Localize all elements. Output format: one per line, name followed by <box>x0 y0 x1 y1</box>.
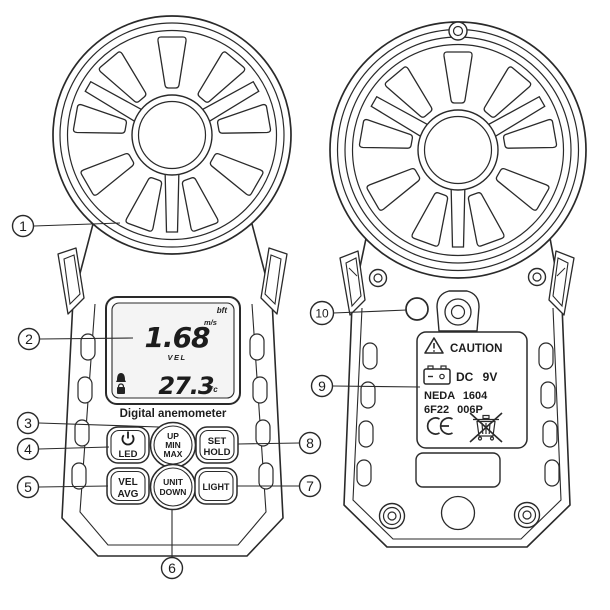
screw-icon <box>513 501 541 529</box>
button-power-led: LED <box>106 426 150 464</box>
caution-label: CAUTION <box>450 343 502 355</box>
button-avg-label: AVG <box>118 489 139 500</box>
fan-hub-back <box>417 109 499 191</box>
callout-5-number: 5 <box>24 479 32 495</box>
button-set-label: SET <box>208 436 227 447</box>
callout-4-number: 4 <box>24 441 32 457</box>
button-light: LIGHT <box>194 467 238 505</box>
lcd-mode-label: VEL <box>167 353 186 362</box>
button-led-label: LED <box>119 449 138 460</box>
callout-10: 10 <box>309 300 335 326</box>
button-hold-label: HOLD <box>204 447 231 458</box>
callout-1: 1 <box>11 214 35 238</box>
lock-icon <box>117 383 125 394</box>
lcd-temp-value: 27.3 <box>158 372 214 400</box>
fan-hub <box>131 94 213 176</box>
anemometer-front-view: bft 1.68 m/s VEL 27.3 °c Digital anemome… <box>52 15 292 557</box>
front-strap-lug-right <box>260 247 288 315</box>
callout-9: 9 <box>310 374 334 398</box>
callout-5: 5 <box>16 475 40 499</box>
tripod-mount <box>436 290 480 332</box>
alarm-icon <box>116 373 126 382</box>
battery-door <box>415 452 501 488</box>
button-unit-down: UNIT DOWN <box>149 463 197 511</box>
callout-8-number: 8 <box>306 435 314 451</box>
front-strap-lug-left <box>57 247 85 315</box>
back-strap-lug-left <box>339 250 366 316</box>
screw-icon <box>368 268 388 288</box>
callout-9-number: 9 <box>318 378 326 394</box>
power-icon <box>121 431 135 446</box>
button-max-label: MAX <box>164 449 183 459</box>
sensor-hole <box>405 297 429 321</box>
ce-mark-icon <box>426 417 453 435</box>
button-up-label: UP <box>167 431 179 441</box>
button-unit-label: UNIT <box>163 477 184 487</box>
buzzer-hole <box>440 495 476 531</box>
callout-2-number: 2 <box>25 331 33 347</box>
button-vel-label: VEL <box>118 477 137 488</box>
rear-label: CAUTION DC 9V NEDA 1604 6F22 006P <box>416 331 528 449</box>
button-down-label: DOWN <box>160 487 187 497</box>
screw-icon <box>378 502 406 530</box>
power-spec-label: DC 9V <box>456 370 497 384</box>
lcd-bft-label: bft <box>217 306 228 315</box>
button-set-hold: SET HOLD <box>195 426 239 464</box>
callout-6: 6 <box>160 556 184 580</box>
callout-3-number: 3 <box>24 415 32 431</box>
anemometer-back-view: CAUTION DC 9V NEDA 1604 6F22 006P <box>329 21 587 548</box>
callout-10-number: 10 <box>315 307 329 321</box>
button-up-min-max: UP MIN MAX <box>149 421 197 469</box>
lcd-temp-unit: °c <box>210 385 218 394</box>
front-impeller <box>52 15 292 255</box>
product-name-label: Digital anemometer <box>120 408 227 420</box>
battery-type-label-2: 6F22 006P <box>424 404 483 416</box>
back-impeller <box>329 21 587 279</box>
callouts: 1 2 3 4 5 6 7 8 <box>11 214 421 580</box>
callout-3: 3 <box>16 411 40 435</box>
button-vel-avg: VEL AVG <box>106 467 150 505</box>
lcd-display: bft 1.68 m/s VEL 27.3 °c <box>105 296 241 405</box>
back-strap-lug-right <box>548 250 575 316</box>
lcd-speed-value: 1.68 <box>144 321 210 354</box>
back-face-outline <box>352 307 562 540</box>
callout-1-number: 1 <box>19 218 27 234</box>
screw-icon <box>448 21 468 41</box>
callout-4: 4 <box>16 437 40 461</box>
callout-7: 7 <box>298 474 322 498</box>
callout-8: 8 <box>298 431 322 455</box>
screw-icon <box>527 267 547 287</box>
button-light-label: LIGHT <box>203 482 230 492</box>
callout-7-number: 7 <box>306 478 314 494</box>
button-min-label: MIN <box>165 440 181 450</box>
lcd-speed-unit: m/s <box>204 318 217 327</box>
battery-icon <box>423 365 451 385</box>
warning-triangle-icon <box>424 337 444 354</box>
callout-2: 2 <box>17 327 41 351</box>
callout-6-number: 6 <box>168 560 176 576</box>
battery-type-label-1: NEDA 1604 <box>424 390 488 402</box>
weee-bin-icon <box>469 412 503 443</box>
